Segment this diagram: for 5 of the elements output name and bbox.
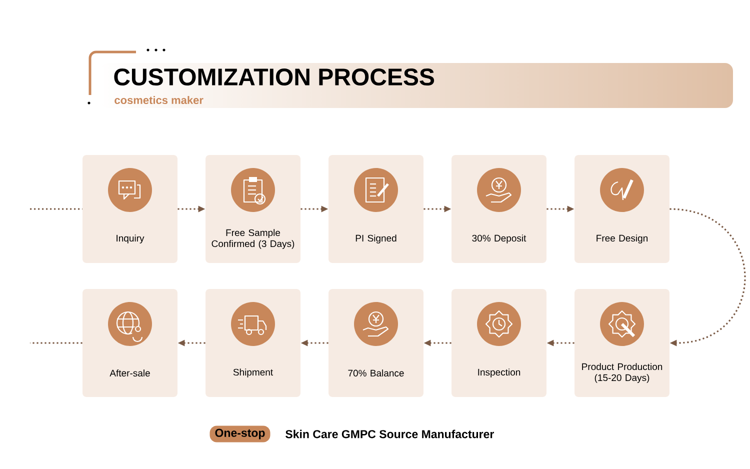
- title: CUSTOMIZATION PROCESS: [114, 68, 434, 86]
- pill-badge: One-stop: [210, 426, 270, 442]
- tagline: Skin Care GMPC Source Manufacturer: [286, 430, 494, 438]
- arrow: [670, 208, 746, 346]
- subtitle: cosmetics maker: [114, 96, 204, 104]
